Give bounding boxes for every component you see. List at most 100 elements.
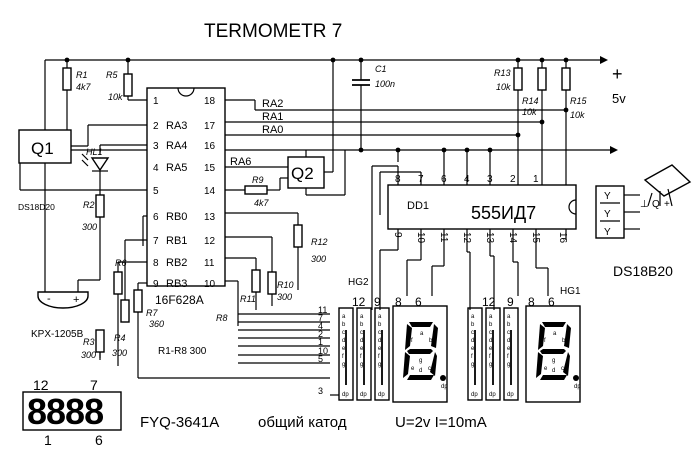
- hg2-seg-label: dp: [360, 392, 367, 398]
- mcu-pin-6: 6: [153, 212, 159, 223]
- resistor-r1: R1 4k7: [62, 57, 92, 130]
- hg2-pin-6: 6: [415, 295, 422, 309]
- buzzer-kpx1205b: - + KPX-1205B: [31, 250, 101, 340]
- hg2-seg-label: e: [360, 346, 364, 352]
- hg2-seg-label: c: [342, 330, 345, 336]
- mcu-pin-7: 7: [153, 236, 159, 247]
- mcu-pin-8: 8: [153, 258, 159, 269]
- ds18b20-label: DS18B20: [613, 263, 673, 279]
- r9-value: 4k7: [254, 198, 270, 208]
- footer-note: общий катод: [258, 414, 347, 431]
- decoder-name: 555ИД7: [471, 203, 536, 223]
- hg1-seg-label: b: [507, 322, 511, 328]
- ds18d20-label: DS18D20: [18, 202, 55, 212]
- decoder-ref: DD1: [407, 200, 429, 212]
- hg1-seg-label: dp: [471, 392, 478, 398]
- footer-pin-6: 6: [95, 432, 103, 448]
- r7-ref: R7: [146, 308, 158, 318]
- segment-pin-10: 10: [318, 346, 328, 356]
- mcu-pin-label-rb2: RB2: [166, 257, 187, 269]
- hg1-pin-8: 8: [528, 295, 535, 309]
- r15-ref: R15: [570, 96, 588, 106]
- footer-pin-1: 1: [44, 432, 52, 448]
- r5-value: 10k: [108, 92, 123, 102]
- mcu-pin-label-ra3: RA3: [166, 120, 187, 132]
- resistor-r5: R5 10k: [106, 57, 147, 102]
- mcu-pin-11: 11: [204, 258, 215, 269]
- hg2-seg-label: dp: [342, 392, 349, 398]
- sensor-pin-q: Q: [652, 199, 660, 210]
- hg2-seg-label: f: [342, 354, 344, 360]
- r14-value: 10k: [522, 107, 537, 117]
- resistor-r13: R13 10k: [494, 57, 523, 185]
- hg2-seg-label: f: [360, 354, 362, 360]
- svg-text:c: c: [428, 366, 431, 372]
- svg-text:d: d: [419, 368, 422, 374]
- mcu-pin-18: 18: [204, 96, 216, 107]
- q2-label: Q2: [291, 164, 314, 183]
- hg2-seg-label: dp: [378, 392, 385, 398]
- hg1-seg-label: c: [471, 330, 474, 336]
- r13-ref: R13: [494, 68, 511, 78]
- q1-label: Q1: [31, 139, 54, 158]
- r15-value: 10k: [570, 110, 585, 120]
- hg2-seg-label: b: [342, 322, 346, 328]
- hg1-seg-label: g: [489, 362, 492, 368]
- footer-specs: U=2v I=10mA: [395, 414, 487, 431]
- sensor-pin-vdd: +: [664, 199, 670, 210]
- supply-plus-label: +: [612, 64, 623, 84]
- hg1-seg-label: d: [507, 338, 510, 344]
- mcu-pin-label-ra4: RA4: [166, 140, 187, 152]
- buzzer-label: KPX-1205B: [31, 329, 84, 340]
- hg1-seg-label: g: [507, 362, 510, 368]
- r4-value: 300: [112, 348, 127, 358]
- mcu-pin-9: 9: [153, 279, 159, 290]
- ra0-wire-label: RA0: [262, 124, 283, 136]
- svg-text:dp: dp: [441, 384, 448, 390]
- dd1-top-links: [371, 147, 493, 310]
- r2-ref: R2: [83, 200, 95, 210]
- c1-ref: C1: [375, 64, 387, 74]
- dd1-pin-1: 1: [533, 174, 539, 185]
- hg2-seg-label: a: [360, 314, 364, 320]
- hg2-seg-label: d: [360, 338, 363, 344]
- hg2-pin-8: 8: [395, 295, 402, 309]
- hg1-seg-label: e: [471, 346, 475, 352]
- mcu-pin-10: 10: [204, 279, 216, 290]
- r12-value: 300: [311, 254, 326, 264]
- r14-ref: R14: [522, 96, 539, 106]
- svg-text:f: f: [544, 338, 546, 344]
- hg1-seg-label: f: [507, 354, 509, 360]
- segment-pin-11: 11: [318, 305, 327, 315]
- hg1-seg-label: dp: [507, 392, 514, 398]
- mcu-pin-label-rb0: RB0: [166, 211, 187, 223]
- hg2-seg-label: c: [360, 330, 363, 336]
- hg1-label: HG1: [560, 286, 581, 297]
- r8-ref: R8: [216, 313, 228, 323]
- hg2-seg-label: a: [342, 314, 346, 320]
- svg-text:c: c: [561, 366, 564, 372]
- resistor-r2: R2 300: [82, 194, 105, 250]
- ra-bus-lines: RA2 RA1 RA0: [225, 98, 569, 138]
- mcu-pin-3: 3: [153, 141, 159, 152]
- hg2-pin-12: 12: [352, 295, 366, 309]
- svg-text:e: e: [411, 366, 415, 372]
- r10-ref: R10: [277, 280, 294, 290]
- r1-ref: R1: [76, 70, 88, 80]
- footer-pin-12: 12: [33, 377, 49, 393]
- resistor-r15: R15 10k: [561, 57, 588, 185]
- hg1-seg-label: a: [471, 314, 475, 320]
- r9-ref: R9: [252, 175, 264, 185]
- footer-pin-7: 7: [90, 377, 98, 393]
- resistor-r14: R14 10k: [522, 57, 547, 185]
- c1-value: 100n: [375, 79, 395, 89]
- sensor-ds18b20: Y Y Y ⊥ Q + DS18B20: [595, 164, 692, 279]
- hg1-seg-label: b: [471, 322, 475, 328]
- mcu-pin-14: 14: [204, 186, 216, 197]
- segment-pin-2: 2: [318, 329, 323, 339]
- segment-pin-3: 3: [318, 386, 323, 396]
